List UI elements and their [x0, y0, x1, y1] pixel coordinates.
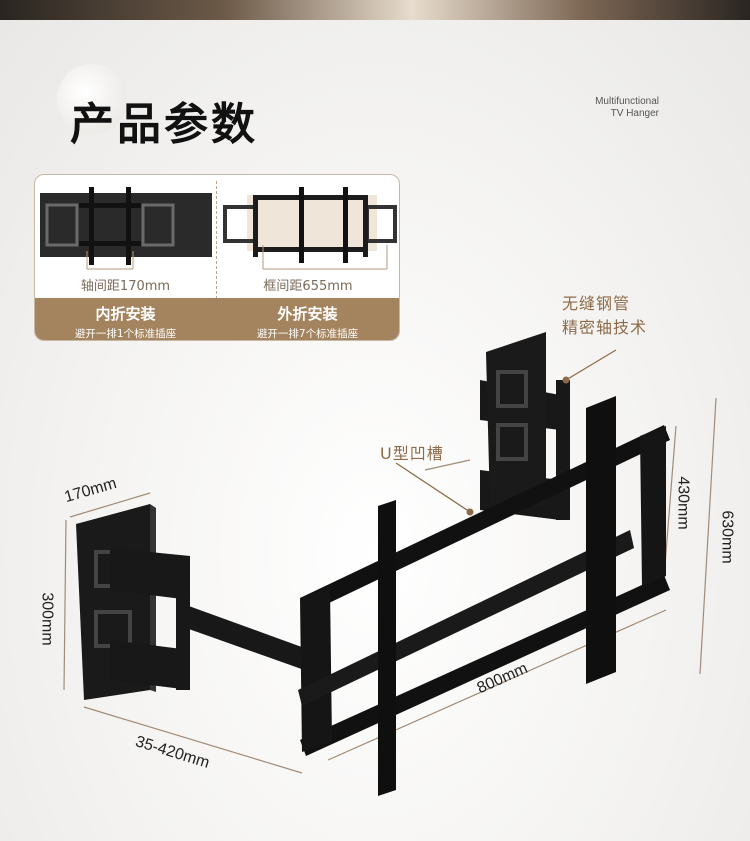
dimension-300mm: 300mm — [38, 592, 56, 646]
brand-line-1: Multifunctional — [595, 96, 659, 107]
outward-fold-diagram — [223, 187, 397, 270]
groove-callout: U型凹槽 — [380, 444, 444, 463]
dimension-430mm: 430mm — [674, 476, 692, 530]
inward-dimension-label: 轴间距170mm — [80, 279, 171, 294]
outward-caption: 外折安装 避开一排7个标准插座 — [217, 298, 398, 340]
groove-callout-dot — [466, 508, 474, 516]
background — [0, 20, 750, 841]
top-banner-strip — [0, 0, 750, 20]
pipe-callout-dot — [562, 376, 570, 384]
brand-tagline: Multifunctional TV Hanger — [595, 96, 659, 120]
inward-caption: 内折安装 避开一排1个标准插座 — [35, 298, 216, 340]
inward-fold-panel: 轴间距170mm — [35, 175, 216, 307]
outward-dimension-label: 框间距655mm — [263, 279, 353, 294]
upper-wall-plate — [486, 332, 546, 506]
pipe-callout-line2: 精密轴技术 — [562, 318, 648, 337]
page-title: 产品参数 — [70, 99, 258, 150]
outward-subtext: 避开一排7个标准插座 — [256, 328, 359, 340]
dimension-630mm: 630mm — [718, 510, 736, 564]
brand-line-2: TV Hanger — [610, 108, 659, 119]
card-footer-bar: 内折安装 避开一排1个标准插座 外折安装 避开一排7个标准插座 — [35, 298, 399, 340]
callout-leaders — [395, 349, 617, 513]
inward-fold-diagram — [40, 187, 212, 270]
outward-fold-panel: 框间距655mm — [217, 175, 399, 307]
pipe-callout-line1: 无缝钢管 — [562, 294, 631, 313]
installation-modes-card: 轴间距170mm 框间距655mm 内折安装 避开一排1个标准插座 外折安装 避… — [34, 174, 400, 341]
decorative-circle — [57, 64, 127, 134]
card-divider — [216, 181, 217, 309]
outward-heading: 外折安装 — [277, 305, 338, 323]
inward-subtext: 避开一排1个标准插座 — [74, 328, 177, 340]
pipe-callout: 无缝钢管 精密轴技术 — [562, 292, 647, 340]
inward-heading: 内折安装 — [95, 305, 156, 323]
vertical-rails — [378, 396, 616, 796]
